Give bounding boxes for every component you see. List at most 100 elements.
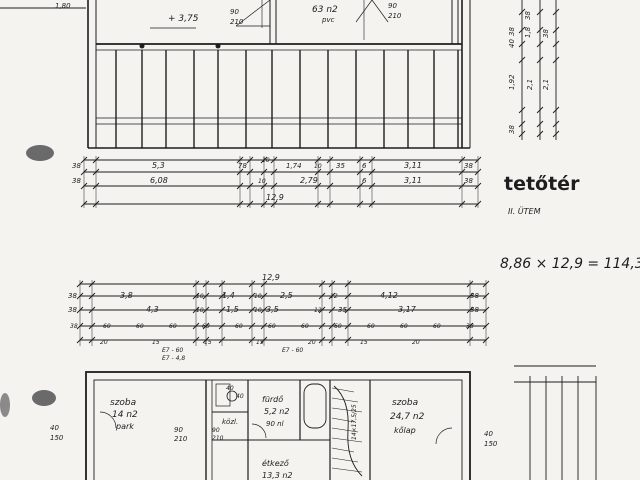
u-r2-1: 6,08 bbox=[150, 176, 168, 185]
door-left-height: 210 bbox=[230, 18, 244, 26]
stair-step bbox=[331, 457, 359, 463]
level-mark: + 3,75 bbox=[168, 14, 199, 24]
dimension-tick bbox=[536, 106, 544, 114]
l-r3-1: 60 bbox=[103, 323, 111, 330]
rdim-8: 38 bbox=[508, 125, 516, 134]
u-r2-4: 6 bbox=[362, 177, 367, 185]
l-r3-6: 60 bbox=[268, 323, 276, 330]
door-right-height: 210 bbox=[388, 12, 402, 20]
door-right-width: 90 bbox=[388, 2, 397, 10]
plan-subtitle: II. ÜTEM bbox=[508, 206, 541, 216]
l-r1-0: 38 bbox=[68, 292, 77, 300]
l-below-1: E7 - 4,8 bbox=[162, 355, 185, 362]
l-r1-6: 12 bbox=[330, 293, 338, 300]
dimension-tick bbox=[536, 120, 544, 128]
l-r3-2: 60 bbox=[136, 323, 144, 330]
stair-step bbox=[331, 437, 363, 443]
door-label-5: 40 bbox=[236, 393, 244, 400]
plan-title: tetőtér bbox=[504, 173, 580, 195]
dimension-tick bbox=[518, 56, 526, 64]
stair-step bbox=[331, 417, 355, 423]
l-r3-0: 38 bbox=[70, 323, 78, 330]
u-r1-0: 38 bbox=[72, 162, 81, 170]
l-r3-11: 60 bbox=[433, 323, 441, 330]
dimension-tick bbox=[552, 106, 560, 114]
u-r1-5: 10 bbox=[314, 163, 322, 170]
door-label-1: 150 bbox=[50, 434, 64, 442]
door-label-8: 40 bbox=[484, 430, 493, 438]
l-r1-5: 2,5 bbox=[280, 291, 293, 300]
dimension-tick bbox=[518, 106, 526, 114]
room-left-name: szoba bbox=[110, 398, 136, 408]
dimension-tick bbox=[536, 130, 544, 138]
rdim-9: 38 bbox=[542, 29, 550, 38]
dimension-tick bbox=[518, 120, 526, 128]
door-label-0: 40 bbox=[50, 424, 59, 432]
l-r2-3: 1,5 bbox=[226, 305, 239, 314]
l-r2-1: 4,3 bbox=[146, 305, 159, 314]
u-r1-8: 3,11 bbox=[404, 161, 422, 170]
l-r2-7: 35 bbox=[338, 306, 347, 314]
door-label-3: 210 bbox=[174, 435, 188, 443]
l-r3-12: 38 bbox=[466, 323, 474, 330]
l-r3-7: 60 bbox=[301, 323, 309, 330]
dimension-tick bbox=[536, 56, 544, 64]
l-r3-10: 60 bbox=[400, 323, 408, 330]
u-r1-9: 38 bbox=[464, 162, 473, 170]
l-r2-5: 3,5 bbox=[266, 305, 279, 314]
ink-blot bbox=[0, 393, 10, 417]
ink-blot bbox=[26, 145, 54, 161]
ink-blot bbox=[32, 390, 56, 406]
stair-step bbox=[331, 397, 359, 403]
l-r1-2: 10 bbox=[196, 293, 204, 300]
u-r1-2: 78 bbox=[238, 162, 247, 170]
l-r3-9: 60 bbox=[367, 323, 375, 330]
lower-floor-plan: szoba 14 n2 park fürdő 5,2 n2 90 nl közl… bbox=[50, 371, 498, 480]
door-left-width: 90 bbox=[230, 8, 239, 16]
u-total: 12,9 bbox=[266, 193, 284, 202]
room-wc-name: közl. bbox=[222, 418, 238, 426]
dimension-tick bbox=[552, 8, 560, 16]
l-r2-6: 12 bbox=[314, 307, 322, 314]
l-r3-3: 60 bbox=[169, 323, 177, 330]
u-r2-2: 10 bbox=[258, 178, 266, 185]
stair-step bbox=[331, 447, 355, 453]
l-r3-5: 60 bbox=[235, 323, 243, 330]
l-r2-8: 3,17 bbox=[398, 305, 417, 314]
dimension-tick bbox=[536, 40, 544, 48]
u-r1-7: 6 bbox=[362, 162, 367, 170]
lower-right-dimension bbox=[514, 365, 597, 480]
dimension-tick bbox=[536, 26, 544, 34]
rdim-1: 38 bbox=[508, 27, 516, 36]
room-left-area: 14 n2 bbox=[112, 410, 138, 420]
door-label-4: 40 bbox=[226, 385, 234, 392]
l-r4-4: 20 bbox=[308, 339, 316, 346]
upper-right-dimension: 38 40 38 1,8 1,92 2,1 2,1 38 38 bbox=[508, 0, 560, 140]
room-center-area: 63 n2 bbox=[312, 5, 338, 15]
room-dining-name: étkező bbox=[262, 458, 289, 468]
door-label-6: 90 bbox=[212, 427, 220, 434]
top-left-dim: 1,80 bbox=[55, 2, 71, 10]
l-r2-4: 10 bbox=[254, 307, 262, 314]
stair-step bbox=[331, 427, 359, 433]
dimension-tick bbox=[552, 130, 560, 138]
room-right-name: szoba bbox=[392, 398, 418, 408]
l-r1-4: 10 bbox=[254, 293, 262, 300]
railing-posts bbox=[115, 50, 459, 148]
l-r1-7: 4,12 bbox=[380, 291, 398, 300]
stair-step bbox=[331, 387, 355, 393]
l-r4-2: 15 bbox=[204, 339, 212, 346]
stair-label: 14×17,5/25 bbox=[351, 404, 358, 440]
room-bath-area: 5,2 n2 bbox=[264, 407, 289, 416]
dimension-tick bbox=[552, 40, 560, 48]
l-total: 12,9 bbox=[262, 273, 280, 282]
u-r2-6: 38 bbox=[464, 177, 473, 185]
u-r1-3: 10 bbox=[262, 157, 270, 164]
area-formula: 8,86 × 12,9 = 114,3 bbox=[500, 256, 640, 272]
l-r4-0: 20 bbox=[100, 339, 108, 346]
dimension-tick bbox=[518, 8, 526, 16]
dimension-tick bbox=[518, 26, 526, 34]
l-below-0: E7 - 60 bbox=[162, 347, 183, 354]
rdim-5: 1,92 bbox=[508, 74, 516, 90]
